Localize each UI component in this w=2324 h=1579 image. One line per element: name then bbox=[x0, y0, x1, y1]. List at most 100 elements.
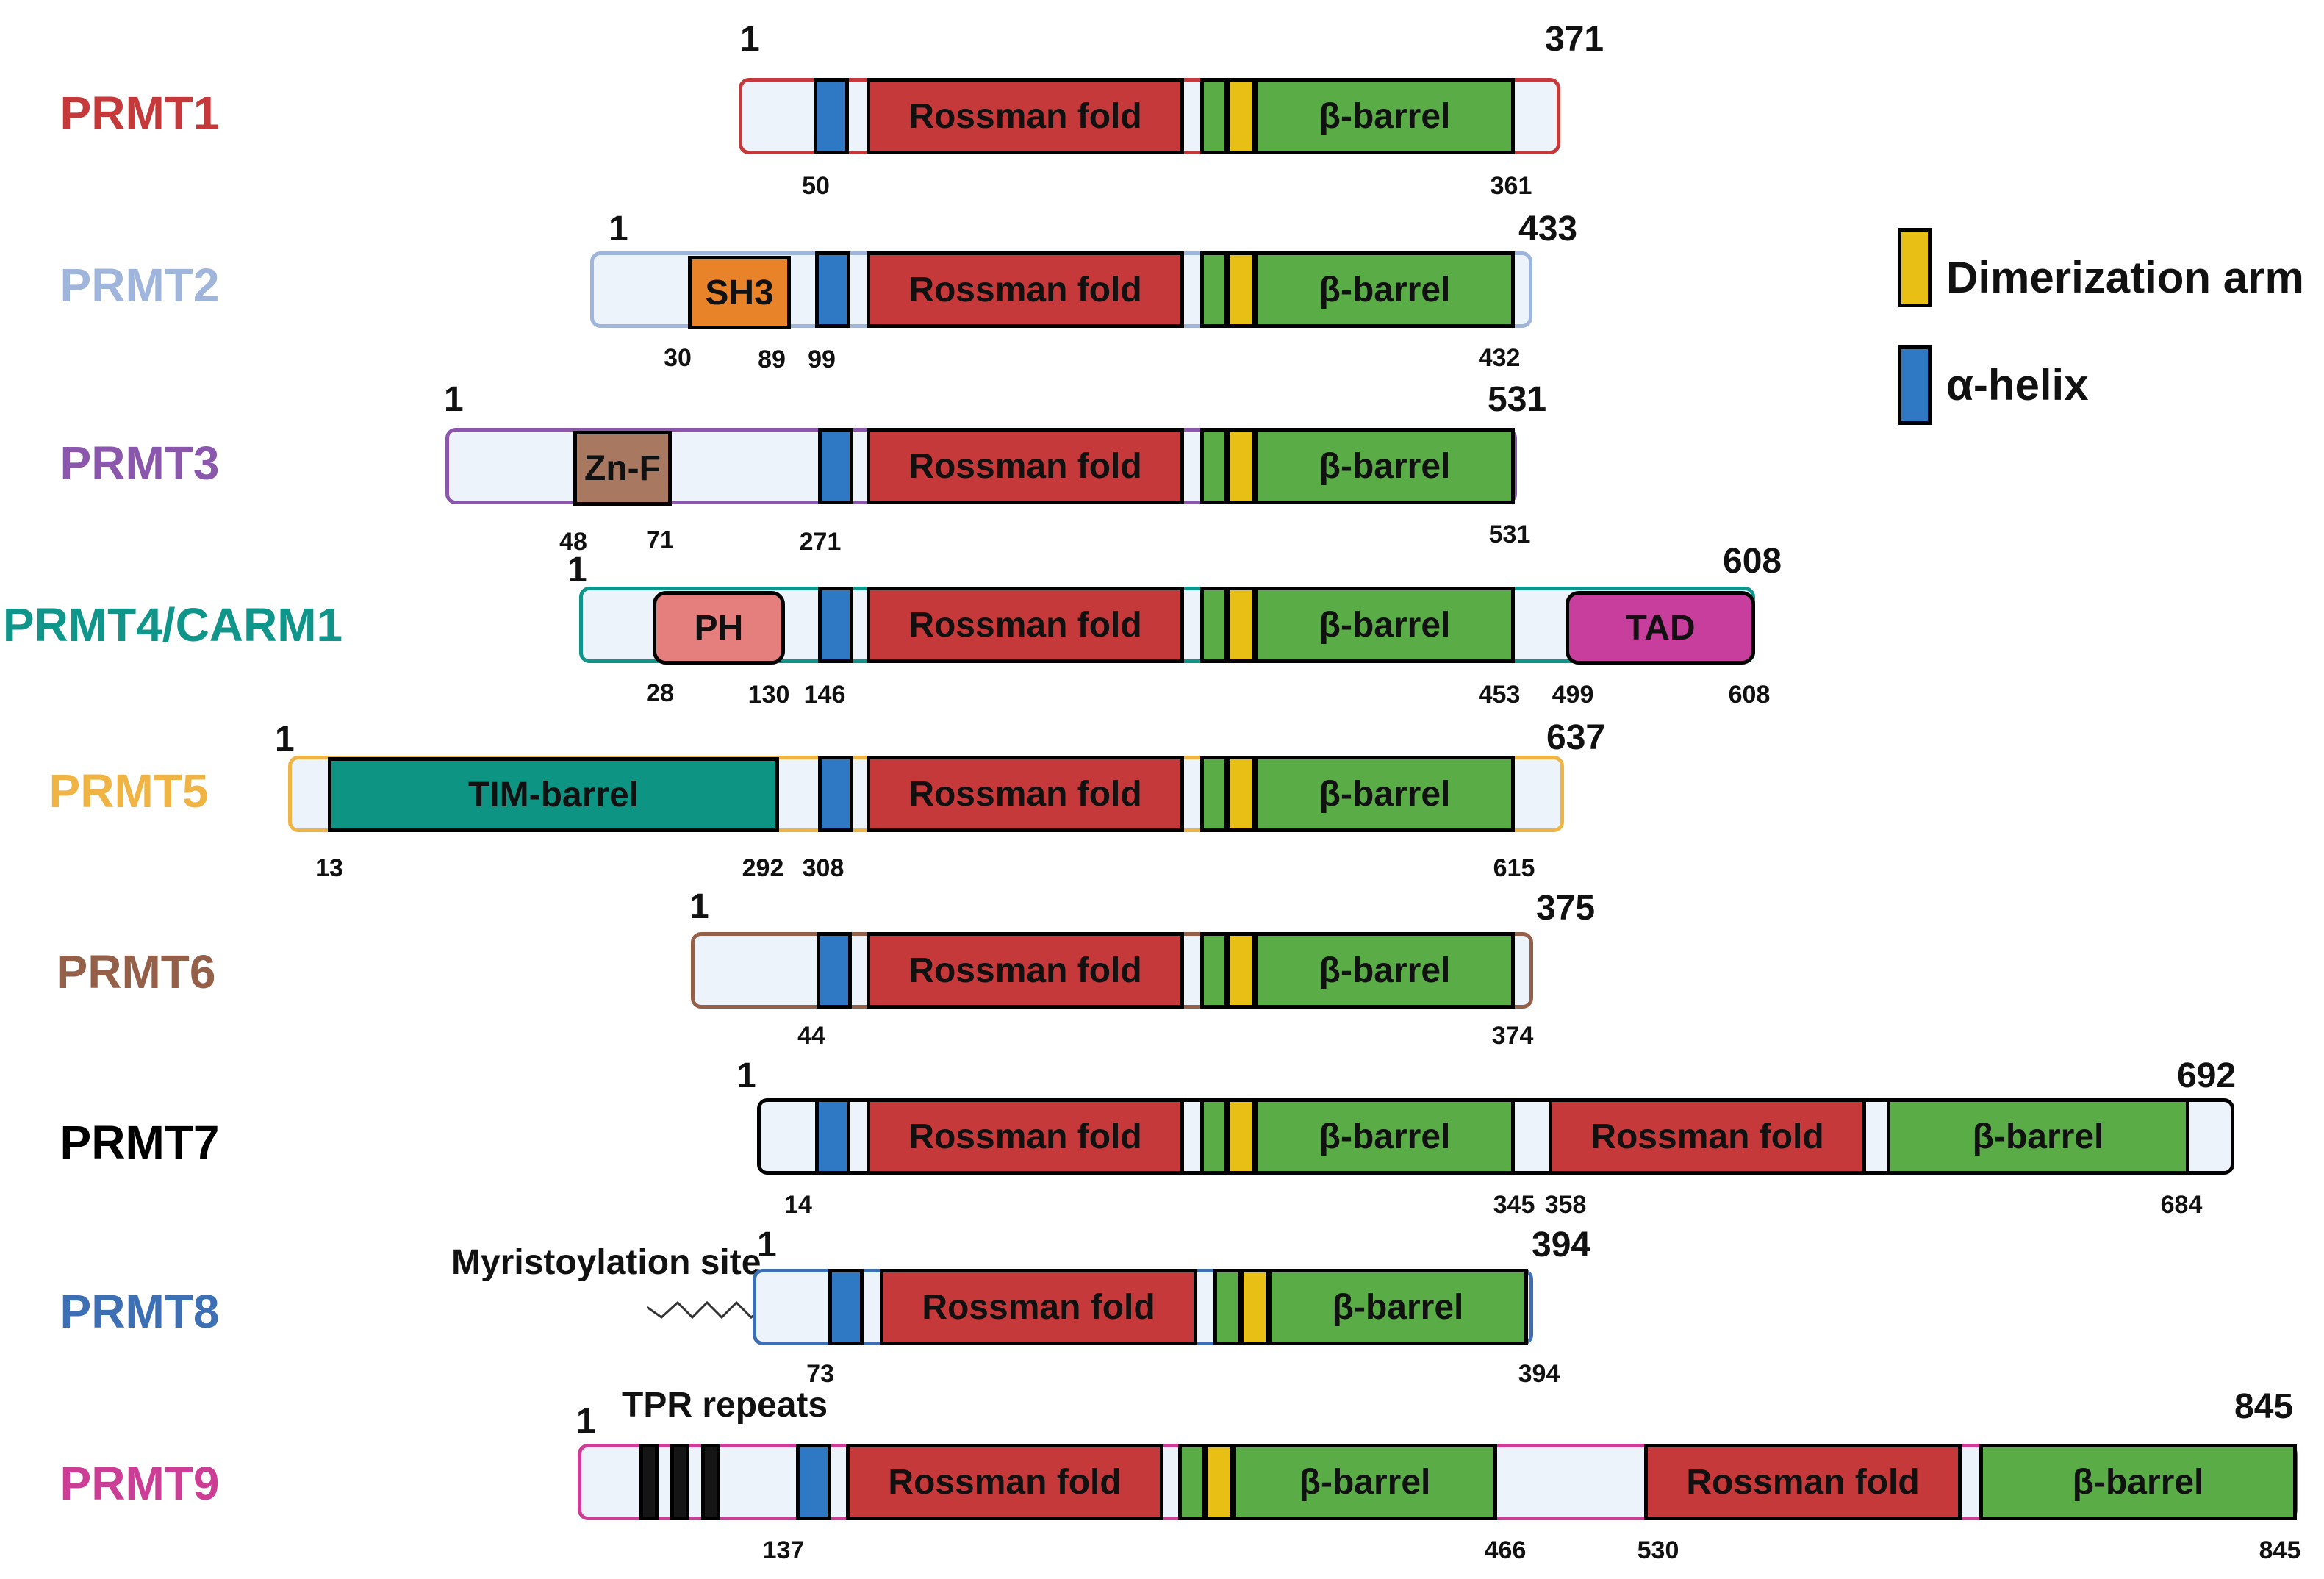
alpha-helix-domain bbox=[828, 1269, 864, 1345]
beta-barrel-domain-2: β-barrel bbox=[1887, 1098, 2189, 1175]
position-number: 499 bbox=[1552, 681, 1594, 709]
alpha-helix-domain bbox=[818, 428, 853, 504]
start-number: 1 bbox=[444, 380, 464, 419]
rossman-fold-domain: Rossman fold bbox=[867, 932, 1184, 1009]
tpr-repeat-domain bbox=[639, 1444, 659, 1520]
alpha-helix-domain bbox=[796, 1444, 831, 1520]
beta-barrel-domain: β-barrel bbox=[1255, 428, 1515, 504]
rossman-fold-domain: Rossman fold bbox=[867, 587, 1184, 663]
beta-barrel-domain: β-barrel bbox=[1255, 932, 1515, 1009]
position-number: 615 bbox=[1493, 854, 1535, 882]
zinc-finger-domain: Zn-F bbox=[573, 431, 672, 506]
barrel-prefix-domain bbox=[1200, 1098, 1228, 1175]
tpr-repeats-label: TPR repeats bbox=[622, 1386, 828, 1425]
dimerization-arm-domain bbox=[1227, 251, 1256, 328]
end-number: 845 bbox=[2234, 1387, 2294, 1426]
start-number: 1 bbox=[736, 1056, 756, 1095]
position-number: 130 bbox=[747, 681, 790, 709]
end-number: 394 bbox=[1532, 1225, 1591, 1264]
end-number: 371 bbox=[1545, 20, 1604, 59]
alpha-helix-domain bbox=[814, 78, 849, 154]
rossman-fold-domain: Rossman fold bbox=[846, 1444, 1163, 1520]
rossman-fold-domain: Rossman fold bbox=[867, 756, 1184, 832]
tad-domain: TAD bbox=[1566, 591, 1755, 665]
position-number: 374 bbox=[1491, 1022, 1534, 1050]
beta-barrel-domain: β-barrel bbox=[1255, 587, 1515, 663]
protein-label: PRMT2 bbox=[60, 259, 220, 312]
dimerization-arm-domain bbox=[1227, 78, 1256, 154]
dimerization-arm-domain bbox=[1240, 1269, 1269, 1345]
rossman-fold-domain: Rossman fold bbox=[867, 251, 1184, 328]
position-number: 608 bbox=[1728, 681, 1771, 709]
start-number: 1 bbox=[689, 887, 709, 926]
myristoylation-site-label: Myristoylation site bbox=[451, 1243, 761, 1282]
beta-barrel-domain: β-barrel bbox=[1268, 1269, 1528, 1345]
protein-label: PRMT9 bbox=[60, 1457, 220, 1510]
beta-barrel-domain: β-barrel bbox=[1255, 1098, 1515, 1175]
position-number: 292 bbox=[742, 854, 784, 882]
tpr-repeat-domain bbox=[670, 1444, 689, 1520]
dimerization-arm-swatch bbox=[1898, 228, 1932, 307]
barrel-prefix-domain bbox=[1200, 78, 1228, 154]
dimerization-arm-domain bbox=[1227, 587, 1256, 663]
barrel-prefix-domain bbox=[1178, 1444, 1206, 1520]
rossman-fold-domain-2: Rossman fold bbox=[1549, 1098, 1866, 1175]
alpha-helix-domain bbox=[817, 932, 852, 1009]
beta-barrel-domain: β-barrel bbox=[1255, 251, 1515, 328]
dimerization-arm-domain bbox=[1227, 932, 1256, 1009]
position-number: 361 bbox=[1490, 172, 1532, 200]
dimerization-arm-domain bbox=[1227, 1098, 1256, 1175]
position-number: 28 bbox=[646, 679, 674, 707]
protein-label: PRMT1 bbox=[60, 87, 220, 140]
beta-barrel-domain: β-barrel bbox=[1255, 78, 1515, 154]
position-number: 50 bbox=[802, 172, 830, 200]
protein-label: PRMT8 bbox=[60, 1285, 220, 1338]
start-number: 1 bbox=[609, 210, 628, 248]
position-number: 44 bbox=[797, 1022, 825, 1050]
position-number: 13 bbox=[315, 854, 343, 882]
barrel-prefix-domain bbox=[1200, 932, 1228, 1009]
position-number: 684 bbox=[2160, 1191, 2203, 1219]
barrel-prefix-domain bbox=[1200, 587, 1228, 663]
alpha-helix-domain bbox=[815, 1098, 850, 1175]
position-number: 48 bbox=[559, 528, 587, 556]
dimerization-arm-domain bbox=[1205, 1444, 1234, 1520]
barrel-prefix-domain bbox=[1200, 756, 1228, 832]
end-number: 433 bbox=[1518, 210, 1578, 248]
barrel-prefix-domain bbox=[1213, 1269, 1241, 1345]
position-number: 99 bbox=[808, 345, 836, 373]
rossman-fold-domain: Rossman fold bbox=[880, 1269, 1197, 1345]
end-number: 608 bbox=[1723, 542, 1782, 581]
start-number: 1 bbox=[740, 20, 760, 59]
alpha-helix-domain bbox=[815, 251, 850, 328]
sh3-domain: SH3 bbox=[688, 256, 791, 329]
tim-barrel-domain: TIM-barrel bbox=[328, 757, 779, 832]
tpr-repeat-domain bbox=[701, 1444, 720, 1520]
position-number: 530 bbox=[1637, 1536, 1679, 1564]
position-number: 466 bbox=[1484, 1536, 1527, 1564]
rossman-fold-domain-2: Rossman fold bbox=[1644, 1444, 1962, 1520]
protein-label: PRMT7 bbox=[60, 1116, 220, 1169]
alpha-helix-swatch bbox=[1898, 345, 1932, 425]
barrel-prefix-domain bbox=[1200, 428, 1228, 504]
start-number: 1 bbox=[275, 720, 295, 759]
position-number: 531 bbox=[1488, 520, 1531, 548]
position-number: 845 bbox=[2259, 1536, 2301, 1564]
rossman-fold-domain: Rossman fold bbox=[867, 78, 1184, 154]
ph-domain: PH bbox=[653, 591, 785, 665]
beta-barrel-domain-2: β-barrel bbox=[1979, 1444, 2297, 1520]
position-number: 453 bbox=[1478, 681, 1521, 709]
dimerization-arm-domain bbox=[1227, 756, 1256, 832]
end-number: 531 bbox=[1488, 380, 1547, 419]
position-number: 73 bbox=[806, 1360, 834, 1388]
position-number: 71 bbox=[646, 526, 674, 554]
start-number: 1 bbox=[567, 551, 587, 590]
dimerization-arm-legend-label: Dimerization arm bbox=[1946, 253, 2304, 302]
protein-label: PRMT3 bbox=[60, 437, 220, 490]
start-number: 1 bbox=[757, 1225, 777, 1264]
position-number: 89 bbox=[758, 345, 786, 373]
beta-barrel-domain: β-barrel bbox=[1233, 1444, 1497, 1520]
protein-label: PRMT6 bbox=[56, 945, 216, 998]
myristoylation-chain-icon bbox=[647, 1300, 757, 1320]
protein-label: PRMT4/CARM1 bbox=[2, 598, 343, 651]
